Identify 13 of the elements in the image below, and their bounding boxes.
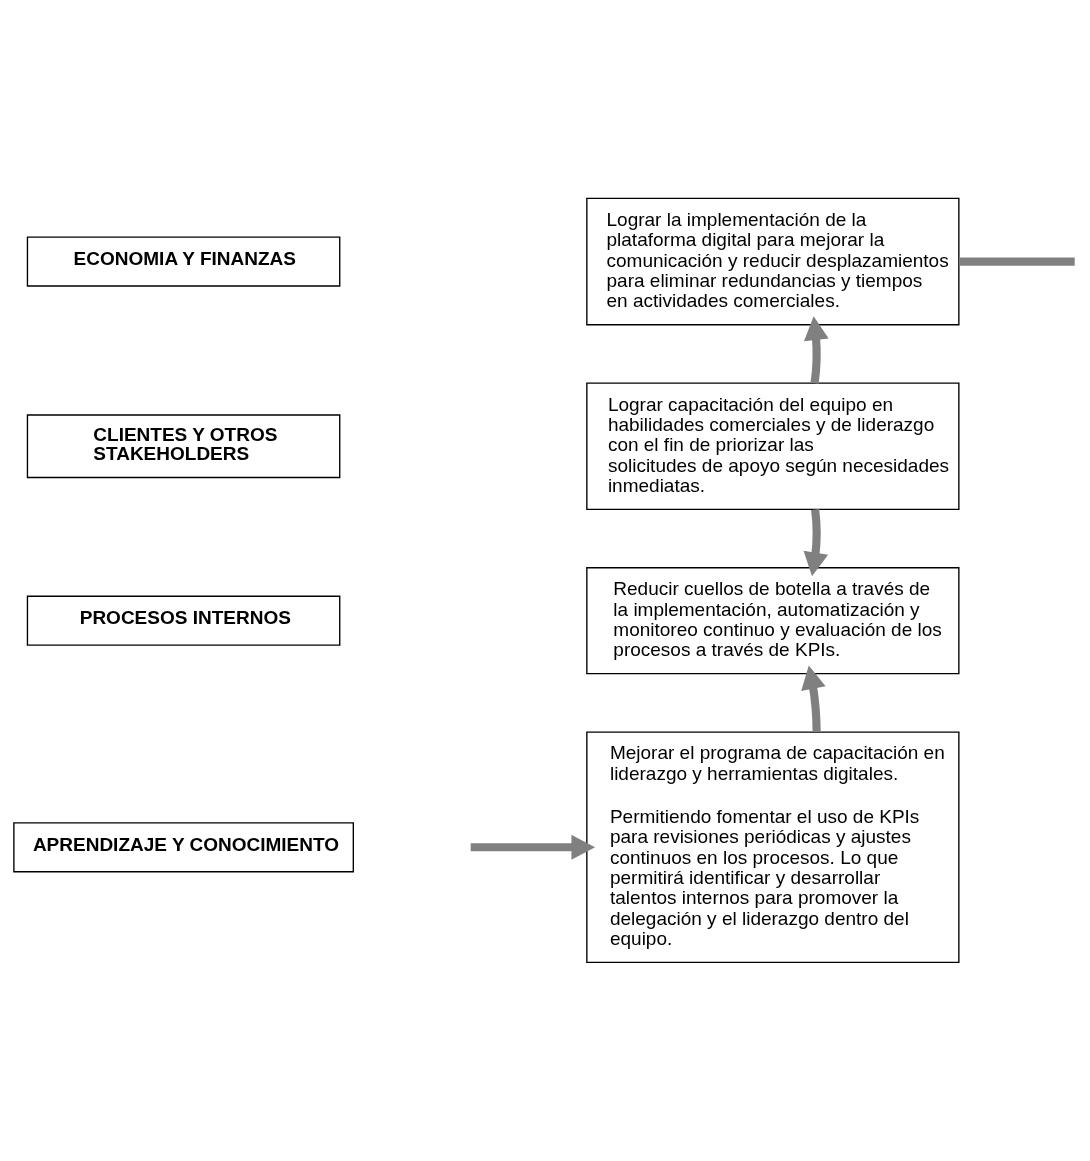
node-box: Mejorar el programa de capacitación en liderazgo y herramientas digitales. Permitiendo fomentar el uso de KPIs para revisiones periódicas y ajustes continuos en los procesos. Lo que permitirá identificar y desarrollar talentos internos para promover la delegación y el liderazgo dentro del equipo.: [586, 731, 960, 964]
arrow: [803, 316, 829, 384]
arrow: [803, 509, 829, 577]
node-box: Lograr la implementación de la plataforma digital para mejorar la comunicación y reducir desplazamientos para eliminar redundancias y tiempos en actividades comerciales.: [586, 197, 960, 326]
arrow: [470, 834, 596, 860]
connector: [959, 257, 1075, 266]
node-box: Reducir cuellos de botella a través de la implementación, automatización y monitoreo continuo y evaluación de los procesos a través de KPIs.: [586, 567, 960, 675]
node-box: APRENDIZAJE Y CONOCIMIENTO: [13, 822, 354, 873]
node-box: PROCESOS INTERNOS: [26, 595, 341, 646]
node-box: ECONOMIA Y FINANZAS: [26, 236, 341, 287]
node-box: CLIENTES Y OTROS STAKEHOLDERS: [26, 414, 341, 479]
node-box: Lograr capacitación del equipo en habilidades comerciales y de liderazgo con el fin de priorizar las solicitudes de apoyo según necesidades inmediatas.: [586, 382, 960, 511]
arrow: [801, 665, 826, 732]
